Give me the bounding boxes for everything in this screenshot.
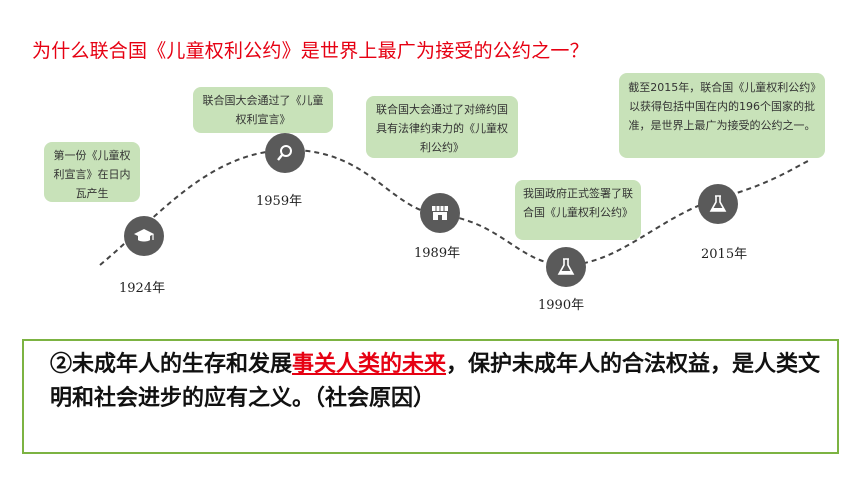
graduation-cap-icon (124, 216, 164, 256)
flask-icon (698, 184, 738, 224)
conclusion-box: ②未成年人的生存和发展事关人类的未来，保护未成年人的合法权益，是人类文明和社会进… (22, 339, 839, 454)
year-label-1989: 1989年 (414, 246, 461, 261)
storefront-icon (420, 193, 460, 233)
flask-icon (546, 247, 586, 287)
year-label-1959: 1959年 (256, 194, 303, 209)
conclusion-suffix: ，保护未成年人的合法权益，是人类文明和社会进步的应有之义。（社会原因） (50, 351, 821, 411)
conclusion-prefix: ②未成年人的生存和发展 (50, 351, 293, 377)
page-title: 为什么联合国《儿童权利公约》是世界上最广为接受的公约之一？ (32, 40, 589, 62)
event-bubble-2015: 截至2015年，联合国《儿童权利公约》以获得包括中国在内的196个国家的批准，是… (619, 73, 825, 158)
year-label-1924: 1924年 (119, 281, 166, 296)
event-bubble-1959: 联合国大会通过了《儿童权利宣言》 (193, 87, 333, 133)
event-bubble-1924: 第一份《儿童权利宣言》在日内瓦产生 (44, 142, 140, 202)
year-label-1990: 1990年 (538, 298, 585, 313)
year-label-2015: 2015年 (701, 247, 748, 262)
event-bubble-1989: 联合国大会通过了对缔约国具有法律约束力的《儿童权利公约》 (366, 96, 518, 158)
magnifier-icon (265, 133, 305, 173)
conclusion-highlight: 事关人类的未来 (292, 351, 447, 377)
event-bubble-1990: 我国政府正式签署了联合国《儿童权利公约》 (515, 180, 641, 240)
